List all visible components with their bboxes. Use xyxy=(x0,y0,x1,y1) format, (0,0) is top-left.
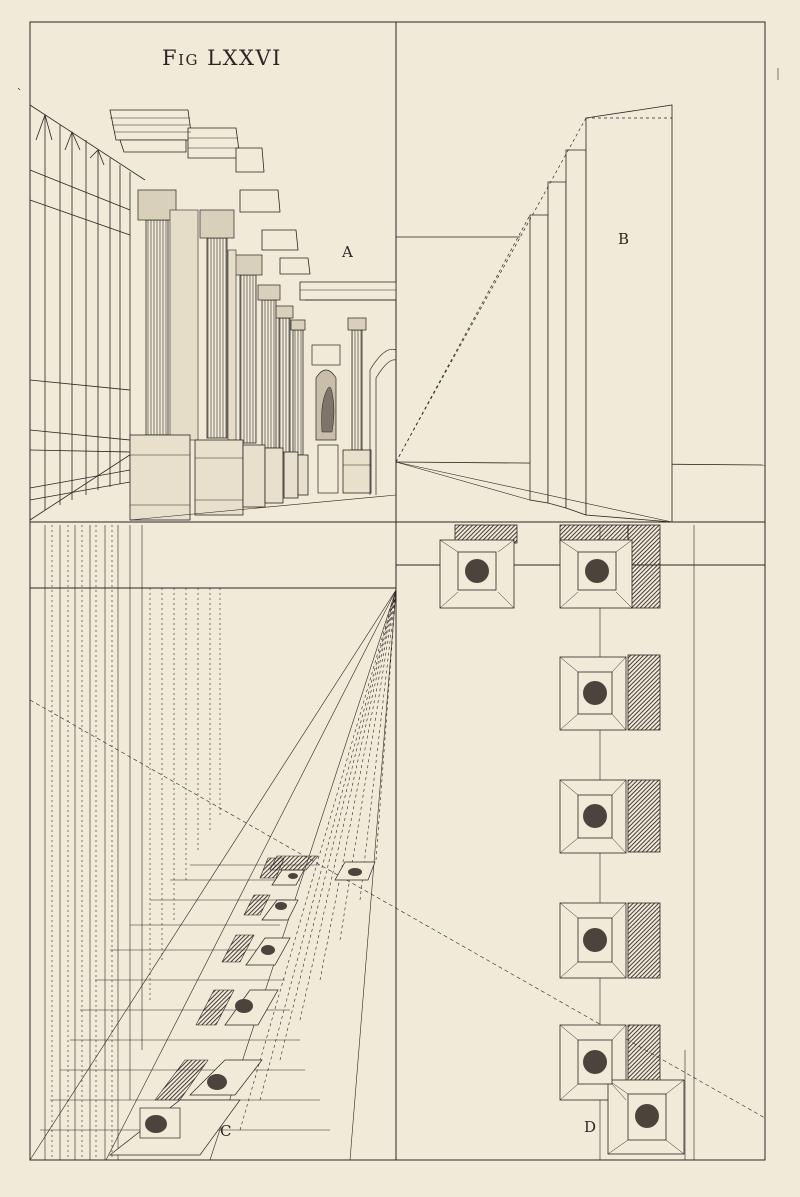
statue xyxy=(321,386,335,433)
plan-walls xyxy=(454,524,661,1086)
pedestals xyxy=(129,434,372,521)
entablature xyxy=(109,109,397,301)
foreshortened-piers xyxy=(154,855,319,1101)
plan-plinth-bevels xyxy=(439,539,685,1155)
figure-label-a: A xyxy=(342,243,353,261)
figure-title: Fig LXXVI xyxy=(162,46,282,70)
vertical-guides xyxy=(44,525,143,1160)
foreshortened-shafts xyxy=(145,868,362,1133)
converging-dashed-lines xyxy=(239,589,397,1131)
pedestal-bands xyxy=(130,454,371,506)
figure-label-b: B xyxy=(618,230,630,248)
capitals xyxy=(137,189,367,331)
plan-column-shafts xyxy=(465,559,659,1128)
frame-ticks xyxy=(17,68,779,91)
perspective-construction xyxy=(29,525,766,1161)
figure-label-c: C xyxy=(220,1122,232,1140)
cornice-lines xyxy=(110,117,396,291)
wall-verticals xyxy=(44,115,131,510)
ground-plan xyxy=(439,524,695,1160)
wall-profiles xyxy=(395,104,766,523)
figure-label-d: D xyxy=(584,1118,597,1136)
colonnade-perspective xyxy=(29,104,397,521)
vertical-dashed-guides xyxy=(51,525,221,1160)
pilasters xyxy=(169,209,237,441)
